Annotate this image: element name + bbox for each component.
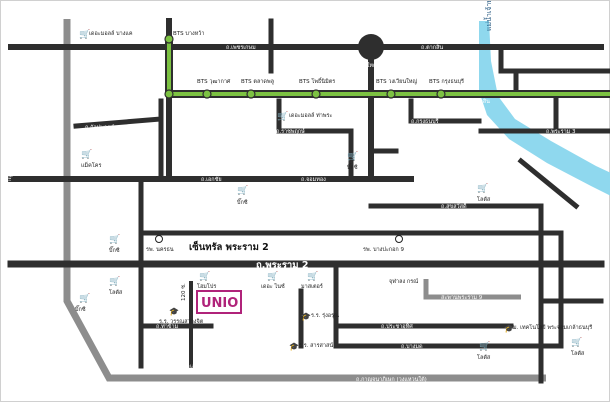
school-icon: 🎓 — [301, 312, 311, 321]
road-label-phetkasem: ถ.เพชรเกษม — [226, 44, 256, 51]
unio-logo-text: UNIO — [201, 296, 238, 311]
river-label: แม่น้ำเจ้าพระยา — [482, 1, 493, 31]
bts-label-krungthonburi: BTS กรุงธนบุรี — [429, 78, 464, 85]
place-label-school-wannasawang: ร.ร. วรรณสว่างจิต — [159, 318, 204, 325]
bts-station-icon — [246, 89, 256, 99]
school-icon: 🎓 — [289, 342, 299, 351]
cart-icon: 🛒 — [237, 184, 248, 196]
place-label-hospital-nakhonthon: รพ. นครธน — [146, 246, 174, 253]
road-label-ekachai: ถ.เอกชัย — [201, 176, 222, 183]
road-label-pracha-uthit: ถ.ประชาอุทิศ — [381, 323, 413, 330]
bts-label-wutthakat: BTS วุฒากาศ — [197, 78, 231, 85]
river — [479, 21, 610, 196]
place-label-bigc3: บิ๊กซี — [108, 246, 119, 254]
cart-icon: 🛒 — [347, 150, 358, 162]
place-markers: 🛒 เดอะมอลล์ บางแค 🛒 เดอะมอลล์ ท่าพระ 🛒 แ… — [74, 28, 584, 361]
place-label-bigc4: บิ๊กซี — [74, 305, 85, 313]
road-label-tienthale: ถ.เทียนทะเล — [166, 363, 195, 370]
road-label-ratchaphruek: ถ.ราชพฤกษ์ — [276, 128, 305, 135]
road-label-wongwian: วงเวียนใหญ่ — [349, 62, 378, 69]
road-label-chomthong: ถ.จอมทอง — [301, 177, 326, 183]
road-label-suksawat: ถ.สุขสวัสดิ์ — [441, 202, 468, 210]
place-label-lotus3: โลตัส — [477, 353, 491, 361]
cart-icon: 🛒 — [109, 233, 120, 245]
cart-icon: 🛒 — [477, 182, 488, 194]
wongwian-yai-roundabout — [358, 34, 384, 60]
road-label-kanchana-south: ถ.กาญจนาภิเษก (วงแหวนใต้) — [356, 376, 427, 383]
road-label-kalapaphruek: ถ.กัลปพฤกษ์ — [85, 124, 115, 131]
place-label-bigc2: บิ๊กซี — [236, 198, 247, 206]
road-label-krungthonburi: ถ.กรุงธนบุรี — [411, 118, 439, 125]
road-label-rama3: ถ.พระราม 3 — [546, 129, 576, 135]
cart-icon: 🛒 — [479, 340, 490, 352]
bts-station-icon — [164, 89, 174, 99]
hospital-icon — [395, 235, 403, 243]
place-label-bigc1: บิ๊กซี — [346, 163, 357, 171]
bts-station-icon — [311, 89, 321, 99]
bts-label-phonimit: BTS โพธิ์นิมิตร — [299, 77, 335, 85]
school-icon: 🎓 — [169, 307, 179, 316]
cart-icon: 🛒 — [79, 28, 90, 40]
school-icon: 🎓 — [504, 324, 514, 333]
place-label-kmutt: ม. เทคโนโลยี พระจอมเกล้าธนบุรี — [513, 323, 592, 331]
bts-label-bangwa: BTS บางหว้า — [173, 30, 204, 37]
bts-station-icon — [202, 89, 212, 99]
bts-station-icon — [386, 89, 396, 99]
cart-icon: 🛒 — [571, 336, 582, 348]
rama9-bridge-road — [423, 279, 521, 300]
place-label-homepro: โฮมโปร — [197, 282, 216, 290]
bts-label-talatphlu: BTS ตลาดพลู — [241, 79, 274, 85]
place-label-lotus2: โลตัส — [477, 195, 491, 203]
place-label-master: มาสเตอร์ — [301, 283, 323, 290]
place-label-school-sarasas: ร.ร. สารสาสน์ — [299, 342, 333, 349]
bts-label-wongwianyai: BTS วงเวียนใหญ่ — [376, 78, 417, 85]
cart-icon: 🛒 — [81, 148, 92, 160]
landmark-central-rama2: เซ็นทรัล พระราม 2 — [189, 240, 269, 253]
road-label-soi120: 120 ซ. — [180, 283, 187, 301]
road-label-saphan-taksin: สะพานตากสิน — [456, 98, 490, 105]
place-label-mall-thapra: เดอะมอลล์ ท่าพระ — [289, 112, 332, 119]
cart-icon: 🛒 — [307, 270, 318, 282]
place-label-lotus1: โลตัส — [109, 288, 123, 296]
road-label-tha-kham: ถ.ท่าข้าม — [156, 323, 179, 330]
road-label-rama2: ถ.พระราม 2 — [256, 260, 308, 271]
road-network — [7, 18, 610, 384]
place-label-hospital-bangpakok: รพ. บางปะกอก 9 — [363, 246, 404, 253]
road-label-kanchana-north: ถ.กาญจนาภิเษก (วงแหวนตะวันตก) — [6, 106, 13, 191]
place-label-school-rungarun: ร.ร. รุ่งอรุณ — [311, 313, 339, 319]
bts-station-icon — [436, 89, 446, 99]
hospital-icon — [155, 235, 163, 243]
unio-marker — [196, 290, 242, 314]
ring-road — [63, 19, 546, 382]
place-label-makro: แม็คโคร — [81, 161, 101, 169]
cart-icon: 🛒 — [267, 270, 278, 282]
cart-icon: 🛒 — [199, 270, 210, 282]
cart-icon: 🛒 — [277, 110, 288, 122]
road-label-bangmot: ถ.บางมด — [401, 344, 423, 350]
place-label-seacon: เดอะมอลล์ บางแค — [89, 30, 133, 37]
road-label-rama9-bridge: สะพานพระราม 9 — [441, 294, 483, 301]
bts-station-icon — [164, 34, 174, 44]
place-label-nice: เดอะ ไนซ์ — [261, 283, 285, 290]
cart-icon: 🛒 — [109, 275, 120, 287]
place-label-chula: จุฬาลง กรณ์ — [389, 278, 418, 285]
cart-icon: 🛒 — [79, 292, 90, 304]
road-label-taksin: ถ.ตากสิน — [421, 44, 443, 51]
place-label-lotus4: โลตัส — [571, 349, 585, 357]
